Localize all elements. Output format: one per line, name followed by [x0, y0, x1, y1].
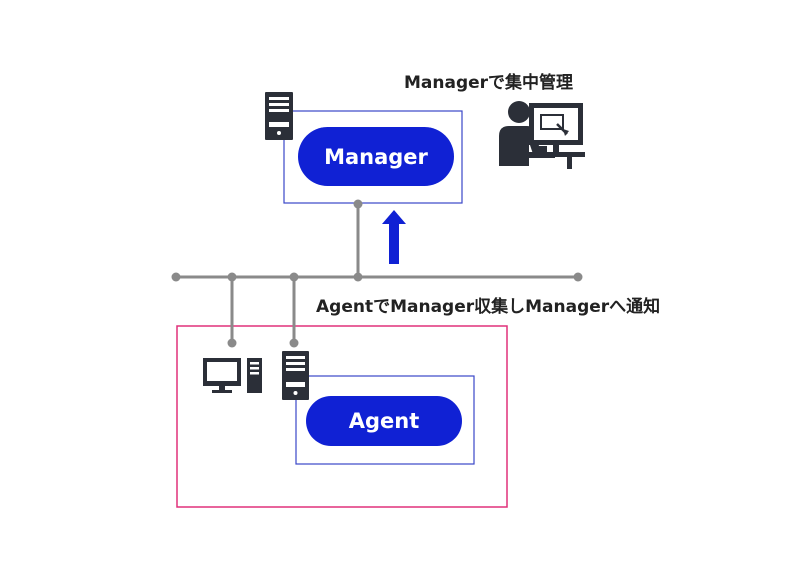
server-tower-icon: [282, 351, 309, 400]
agent-box: [295, 375, 475, 465]
network-nodes: [171, 199, 583, 348]
server-tower-icon: [265, 92, 293, 140]
manager-caption: Managerで集中管理: [404, 73, 574, 93]
manager-pill: Manager: [298, 127, 454, 186]
desktop-node: [227, 338, 237, 348]
agent-group-boundary: [176, 325, 508, 508]
agent-label: Agent: [348, 409, 420, 433]
network-lines: [176, 204, 578, 343]
manager-box: [283, 110, 463, 204]
bus-node-desktop: [227, 272, 237, 282]
manager-box-node: [353, 199, 363, 209]
bus-node-agent: [289, 272, 299, 282]
agent-pill: Agent: [306, 396, 462, 446]
manager-label: Manager: [324, 144, 428, 169]
admin-at-computer-icon: [499, 101, 585, 169]
bus-node-left: [171, 272, 181, 282]
bus-node-right: [573, 272, 583, 282]
agent-server-node: [289, 338, 299, 348]
up-arrow-icon: [382, 210, 406, 264]
bus-node-manager: [353, 272, 363, 282]
agent-caption: AgentでManager収集しManagerへ通知: [316, 297, 661, 317]
desktop-pc-icon: [203, 358, 262, 393]
